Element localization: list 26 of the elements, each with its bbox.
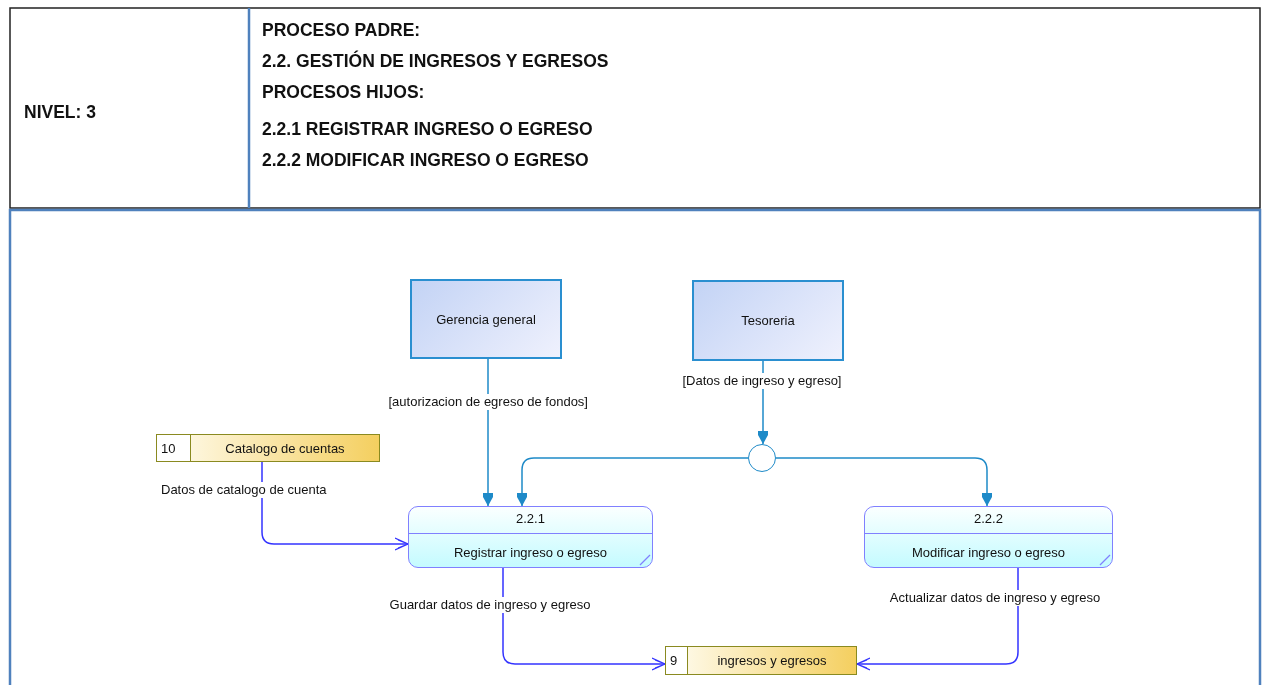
header-text: 2.2.2 MODIFICAR INGRESO O EGRESO [262, 150, 589, 171]
external-entity-box [410, 279, 562, 359]
header-text: PROCESOS HIJOS: [262, 82, 425, 103]
process-box [408, 506, 653, 568]
header-text: 2.2.1 REGISTRAR INGRESO O EGRESO [262, 119, 593, 140]
process-name: Registrar ingreso o egreso [452, 545, 609, 560]
store-number: 10 [157, 435, 191, 461]
store-name: ingresos y egresos [716, 653, 828, 668]
process-box [864, 506, 1113, 568]
edge-label: [Datos de ingreso y egreso] [680, 373, 844, 389]
entity-label: Gerencia general [436, 311, 536, 327]
junction-circle [748, 444, 776, 472]
header-text: PROCESO PADRE: [262, 20, 421, 41]
store-number: 9 [666, 647, 688, 674]
process-number: 2.2.2 [973, 511, 1004, 526]
header-text: 2.2. GESTIÓN DE INGRESOS Y EGRESOS [262, 51, 609, 72]
entity-label: Tesoreria [741, 313, 795, 328]
data-store [665, 646, 857, 675]
process-name: Modificar ingreso o egreso [910, 545, 1067, 560]
edge-label: Datos de catalogo de cuenta [159, 482, 329, 498]
data-store [156, 434, 380, 462]
level-label: NIVEL: 3 [24, 102, 96, 123]
store-name: Catalogo de cuentas [224, 440, 346, 456]
process-number: 2.2.1 [515, 511, 546, 526]
edge-label: [autorizacion de egreso de fondos] [386, 394, 590, 410]
external-entity-box [692, 280, 844, 361]
